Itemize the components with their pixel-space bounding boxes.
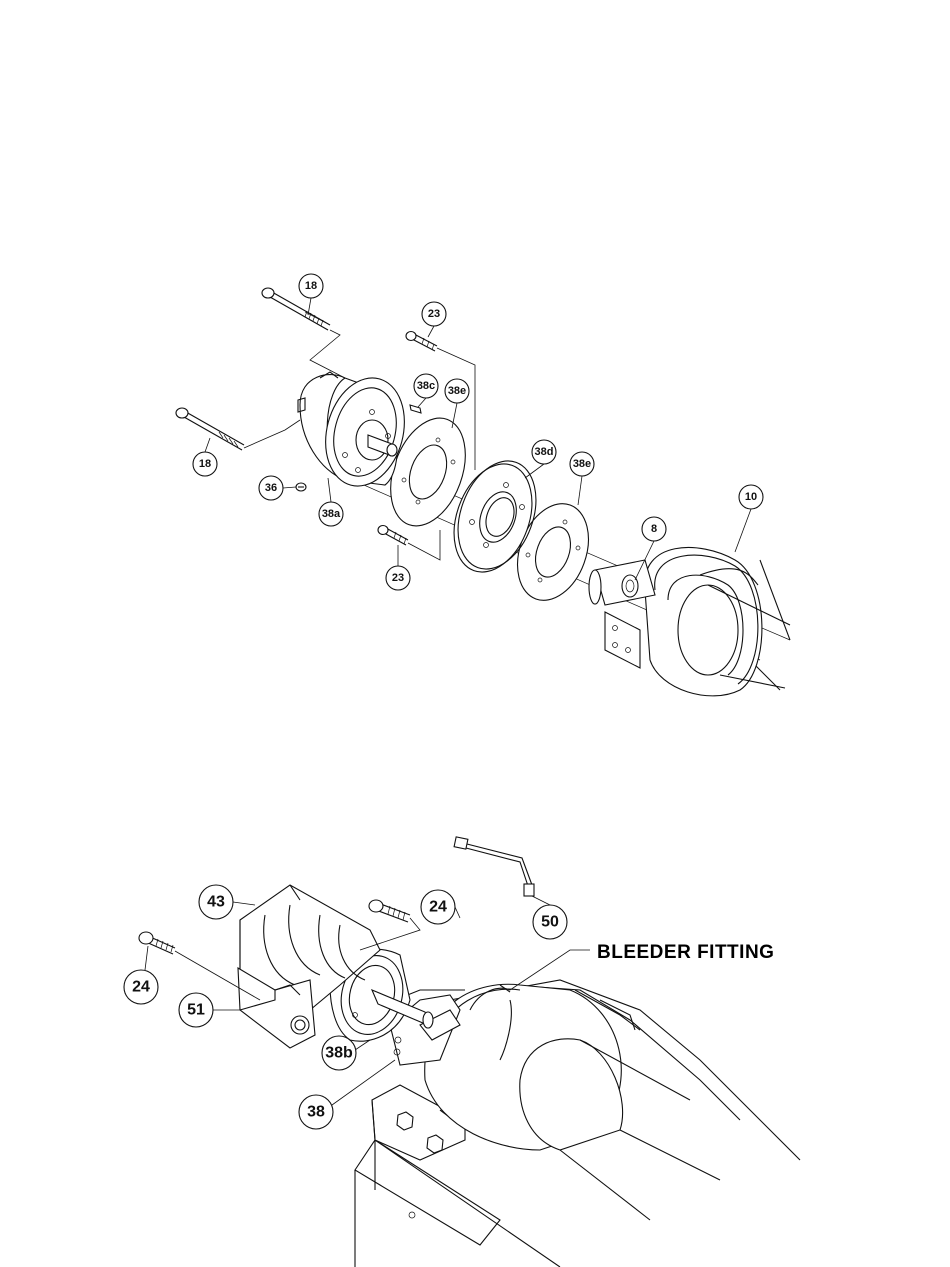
svg-text:24: 24 xyxy=(132,979,150,996)
hose-line-50 xyxy=(454,837,534,896)
svg-text:38e: 38e xyxy=(448,385,466,397)
svg-text:38a: 38a xyxy=(322,508,341,520)
fitting-36 xyxy=(296,483,306,491)
short-bolt-23-lower xyxy=(378,526,408,546)
svg-text:24: 24 xyxy=(429,899,447,916)
svg-text:18: 18 xyxy=(305,280,317,292)
svg-text:18: 18 xyxy=(199,458,211,470)
label-23-lower: 23 xyxy=(386,545,410,590)
short-bolt-23-upper xyxy=(406,332,437,352)
label-38a: 38a xyxy=(319,478,343,526)
top-exploded-view: 18 18 23 23 36 38a xyxy=(176,274,790,696)
svg-text:36: 36 xyxy=(265,482,277,494)
svg-text:23: 23 xyxy=(392,572,404,584)
label-24-right: 24 xyxy=(421,890,460,924)
svg-text:51: 51 xyxy=(187,1002,205,1019)
label-43: 43 xyxy=(199,885,255,919)
svg-text:38: 38 xyxy=(307,1104,325,1121)
svg-text:23: 23 xyxy=(428,308,440,320)
label-38e-right: 38e xyxy=(570,452,594,505)
label-24-left: 24 xyxy=(124,946,158,1004)
label-50: 50 xyxy=(532,896,567,939)
label-38c: 38c xyxy=(414,374,438,407)
bleeder-fitting-label: BLEEDER FITTING xyxy=(597,942,774,963)
long-bolt-18-lower xyxy=(176,408,244,450)
bottom-assembly-view: BLEEDER FITTING 43 24 24 51 38b xyxy=(124,837,800,1267)
svg-text:38c: 38c xyxy=(417,380,435,392)
svg-text:8: 8 xyxy=(651,523,657,535)
label-51: 51 xyxy=(179,993,240,1027)
svg-text:43: 43 xyxy=(207,894,225,911)
svg-text:38d: 38d xyxy=(535,446,554,458)
label-36: 36 xyxy=(259,476,296,500)
label-38d: 38d xyxy=(525,440,556,478)
svg-text:38b: 38b xyxy=(325,1045,353,1062)
svg-text:10: 10 xyxy=(745,491,757,503)
label-18-lower: 18 xyxy=(193,438,217,476)
label-23-upper: 23 xyxy=(422,302,446,337)
svg-text:50: 50 xyxy=(541,914,559,931)
svg-text:38e: 38e xyxy=(573,458,591,470)
winch-drum xyxy=(425,980,800,1220)
label-10: 10 xyxy=(735,485,763,552)
key-38c xyxy=(410,405,421,413)
